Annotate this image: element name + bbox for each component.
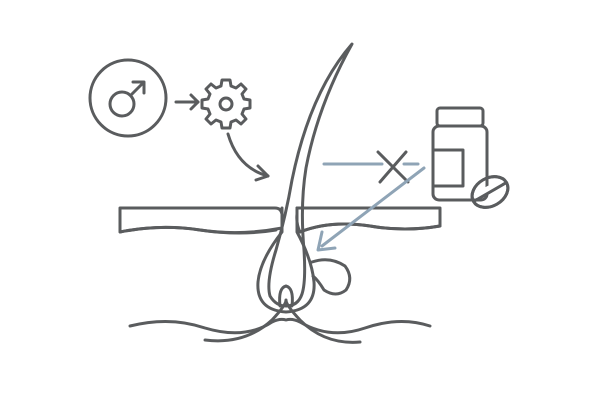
skin-surface: [118, 206, 442, 235]
hair-shaft: [267, 42, 354, 308]
follicle-sheath: [256, 206, 316, 314]
sebaceous-gland: [310, 258, 352, 296]
dermis-wavy-line: [128, 317, 432, 335]
pill-icon: [470, 175, 510, 209]
medicine-bottle-icon: [431, 106, 489, 202]
bottle-body: [431, 124, 489, 202]
cross-mark-icon: [376, 150, 410, 184]
skin-lower-edge-left: [118, 225, 278, 235]
male-circle: [88, 58, 168, 138]
skin-lower-edge-right: [298, 222, 442, 234]
blood-vessel: [203, 298, 362, 344]
male-symbol-icon: [108, 80, 146, 118]
curved-arrow-icon: [226, 132, 270, 182]
medication-arrow-icon: [316, 166, 426, 252]
blocked-signal: [322, 150, 420, 184]
bottle-cap: [435, 106, 485, 128]
dermal-papilla: [278, 284, 294, 308]
male-hormone-group: [88, 58, 168, 138]
bottle-label: [431, 148, 465, 188]
gear-icon: [200, 78, 252, 130]
arrow-right-icon: [174, 93, 200, 111]
